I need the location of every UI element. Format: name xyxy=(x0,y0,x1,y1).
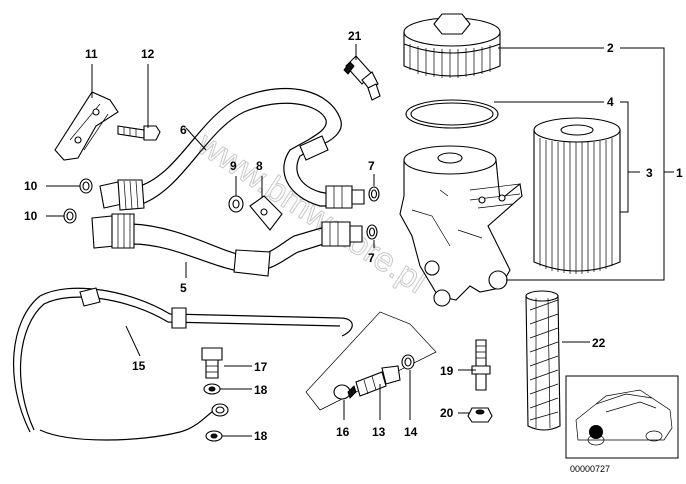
part-7-sealing-ring-lower[interactable] xyxy=(366,224,378,240)
diagram-part-number: 00000727 xyxy=(570,464,610,474)
callout-6: 6 xyxy=(180,123,187,137)
callout-22: 22 xyxy=(592,336,606,350)
assembly-guide-line xyxy=(305,311,437,411)
part-5-lower-oil-hose[interactable] xyxy=(91,213,363,277)
part-7-sealing-ring-upper[interactable] xyxy=(368,186,380,202)
part-20-nut[interactable] xyxy=(467,407,493,423)
part-22-filter-insert[interactable] xyxy=(525,290,561,431)
callout-18-lower: 18 xyxy=(254,429,268,443)
callout-8: 8 xyxy=(256,159,263,173)
callout-12: 12 xyxy=(141,47,155,61)
callout-7-upper: 7 xyxy=(368,159,375,173)
callout-4: 4 xyxy=(607,95,614,109)
part-4-o-ring[interactable] xyxy=(405,99,499,129)
callout-2: 2 xyxy=(607,41,614,55)
vehicle-location-inset xyxy=(565,375,679,459)
callout-10-lower: 10 xyxy=(24,209,38,223)
part-18-washer-upper[interactable] xyxy=(203,383,221,395)
engine-location-dot xyxy=(589,425,603,439)
part-18-washer-lower[interactable] xyxy=(205,430,223,442)
callout-19: 19 xyxy=(440,364,454,378)
leader-lines xyxy=(46,44,674,437)
callout-21: 21 xyxy=(348,29,362,43)
callout-15: 15 xyxy=(132,359,146,373)
callout-1: 1 xyxy=(676,166,683,180)
callout-20: 20 xyxy=(440,406,454,420)
part-14-sealing-ring[interactable] xyxy=(401,354,415,370)
part-3-filter-element[interactable] xyxy=(533,117,621,274)
callout-14: 14 xyxy=(404,425,418,439)
part-15-oil-line[interactable] xyxy=(13,287,353,441)
callout-18-upper: 18 xyxy=(254,383,268,397)
callout-13: 13 xyxy=(372,425,386,439)
callout-5: 5 xyxy=(180,281,187,295)
part-21-sensor[interactable] xyxy=(343,55,381,101)
part-19-stud[interactable] xyxy=(471,339,491,391)
part-10-sealing-ring-lower[interactable] xyxy=(63,208,77,224)
part-13-connector[interactable] xyxy=(355,365,401,397)
part-17-hollow-bolt[interactable] xyxy=(201,347,223,379)
part-2-filter-cap[interactable] xyxy=(403,13,501,78)
part-8-clip[interactable] xyxy=(249,195,283,231)
callout-9: 9 xyxy=(230,159,237,173)
oil-filter-housing[interactable] xyxy=(399,145,523,307)
callout-10-upper: 10 xyxy=(24,179,38,193)
part-16-hose-clamp[interactable] xyxy=(333,384,357,400)
callout-11: 11 xyxy=(85,47,98,61)
callout-16: 16 xyxy=(336,425,350,439)
callout-7-lower: 7 xyxy=(368,251,375,265)
part-12-bolt[interactable] xyxy=(117,125,161,141)
callout-17: 17 xyxy=(254,360,268,374)
upper-oil-hose[interactable] xyxy=(99,87,365,211)
part-11-bracket[interactable] xyxy=(54,91,119,161)
part-9-grommet[interactable] xyxy=(228,195,244,213)
part-10-sealing-ring-upper[interactable] xyxy=(79,178,93,194)
callout-3: 3 xyxy=(646,166,653,180)
